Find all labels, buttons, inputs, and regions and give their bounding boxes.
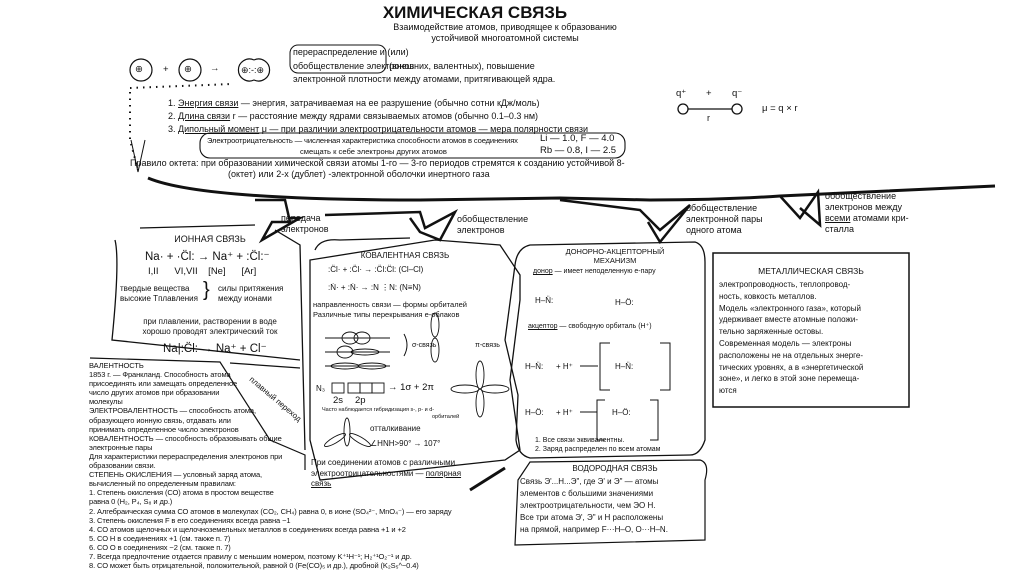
electronegativity-values-1: Li — 1.0, F — 4.0	[540, 133, 615, 144]
dipole-formula: μ = q × r	[762, 103, 798, 114]
sharing-arrow	[324, 208, 459, 242]
property-dipole-moment: 3. Дипольный момент μ — при различии эле…	[168, 124, 588, 134]
definition-line-2-boxed: обобществление электронов	[293, 61, 415, 71]
atom-circle	[129, 58, 153, 82]
nh3-reaction: H–N̈:	[525, 362, 544, 371]
plus-sign: +	[163, 64, 169, 75]
ammonium: H–N̈:	[615, 362, 634, 371]
electronegativity-values-2: Rb — 0.8, I — 2.5	[540, 145, 617, 156]
property-bond-length: 2. Длина связи r — расстояние между ядра…	[168, 111, 539, 121]
octet-rule-line-2: (октет) или 2-х (дублет) -электронной об…	[228, 169, 490, 179]
orbital-drawings	[324, 312, 510, 447]
definition-line-2: (внешних, валентных), повышение	[389, 61, 535, 71]
main-arrow-curve	[147, 176, 996, 202]
polar-arrow	[469, 466, 506, 492]
definition-box	[289, 44, 387, 74]
donor-acceptor-box	[504, 241, 706, 459]
electronegativity-line-2: смещать к себе электроны других атомов	[300, 147, 447, 156]
hydrogen-bond-title: ВОДОРОДНАЯ СВЯЗЬ	[572, 464, 658, 473]
dipole-q-plus: q⁺	[676, 88, 687, 99]
ionic-region-outline	[111, 224, 306, 451]
n-label: N₃	[316, 384, 326, 393]
electronegativity-line-1: Электроотрицательность — численная харак…	[207, 136, 518, 145]
pair-sharing-arrow	[559, 198, 691, 245]
covalent-eq-cl: :C̈l· + :C̈l· → :C̈l:C̈l: (Cl–Cl)	[328, 265, 424, 274]
angle-label: ∠HNH>90° → 107°	[370, 439, 441, 448]
covalent-eq-n: :Ṅ· + :Ṅ· → :N ⋮N: (N≡N)	[328, 283, 421, 292]
page-title: ХИМИЧЕСКАЯ СВЯЗЬ	[382, 3, 568, 22]
dipole-charge	[731, 103, 743, 115]
metallic-title: МЕТАЛЛИЧЕСКАЯ СВЯЗЬ	[758, 266, 864, 276]
n-result: → 1σ + 2π	[388, 382, 434, 393]
atom-circle	[178, 58, 202, 82]
plus-h-label: + H⁺	[556, 362, 573, 371]
ionic-groups: I,II VI,VII [Ne] [Ar]	[148, 266, 257, 277]
property-bond-energy: 1. Энергия связи — энергия, затрачиваема…	[168, 98, 540, 108]
repulsion-label: отталкивание	[370, 424, 421, 433]
nh3-donor: H–N̈:	[535, 296, 554, 305]
acceptor-definition: акцептор — свободную орбиталь (H⁺)	[528, 323, 652, 330]
pi-label: π-связь	[475, 342, 500, 349]
molecule: ⊕:-:⊕	[241, 65, 265, 75]
octet-rule-line-1: Правило октета: при образовании химическ…	[130, 158, 625, 168]
brackets	[596, 342, 671, 441]
dipole-plus: +	[706, 88, 712, 99]
plus-h-label: + H⁺	[556, 408, 573, 417]
dipole-q-minus: q⁻	[732, 88, 743, 99]
brace: }	[203, 279, 210, 301]
metallic-text: электропроводность, теплопровод-ность, к…	[719, 280, 864, 396]
covalent-title: КОВАЛЕНТНАЯ СВЯЗЬ	[360, 251, 450, 260]
ionic-equation: Na· + ·C̈l: → Na⁺ + :C̈l:⁻	[145, 251, 270, 263]
orbital-2s: 2s	[333, 395, 344, 406]
atom-nucleus: ⊕	[184, 64, 192, 75]
subtitle-line-2: устойчивой многоатомной системы	[431, 33, 579, 43]
arrow-icon: →	[210, 63, 220, 74]
ionic-dissociation: Na|:C̈l: → Na⁺ + Cl⁻	[163, 343, 267, 355]
subtitle-line-1: Взаимодействие атомов, приводящее к обра…	[393, 22, 617, 32]
atom-nucleus: ⊕	[135, 64, 143, 75]
donor-definition: донор — имеет неподеленную е-пару	[533, 268, 656, 275]
dipole-charge	[677, 103, 689, 115]
ionic-title: ИОННАЯ СВЯЗЬ	[174, 234, 246, 244]
hydronium: H–Ö:	[612, 408, 631, 417]
valence-border	[89, 357, 306, 470]
covalent-region-outline	[309, 237, 521, 481]
h2o-reaction: H–Ö:	[525, 408, 544, 417]
definition-line-1: перераспределение и (или)	[293, 47, 409, 57]
sigma-label: σ-связь	[412, 342, 437, 349]
metal-arrow	[779, 188, 822, 228]
metallic-box	[712, 252, 910, 408]
hydrogen-bond-box	[514, 459, 708, 546]
molecule-outline	[237, 58, 271, 82]
donor-acceptor-notes: 1. Все связи эквивалентны.2. Заряд распр…	[535, 437, 661, 453]
dotted-connector	[129, 83, 233, 171]
dipole-r: r	[707, 113, 710, 123]
h2o-donor: H–Ö:	[615, 298, 634, 307]
orbital-2p: 2p	[355, 395, 366, 406]
transfer-arrow	[255, 198, 305, 244]
hybridization-note: Часто наблюдается гибридизация s-, p- и …	[322, 407, 460, 420]
definition-line-3: электронной плотности между атомами, при…	[293, 74, 556, 84]
electronegativity-box	[199, 132, 626, 159]
arrow-head	[130, 139, 146, 173]
